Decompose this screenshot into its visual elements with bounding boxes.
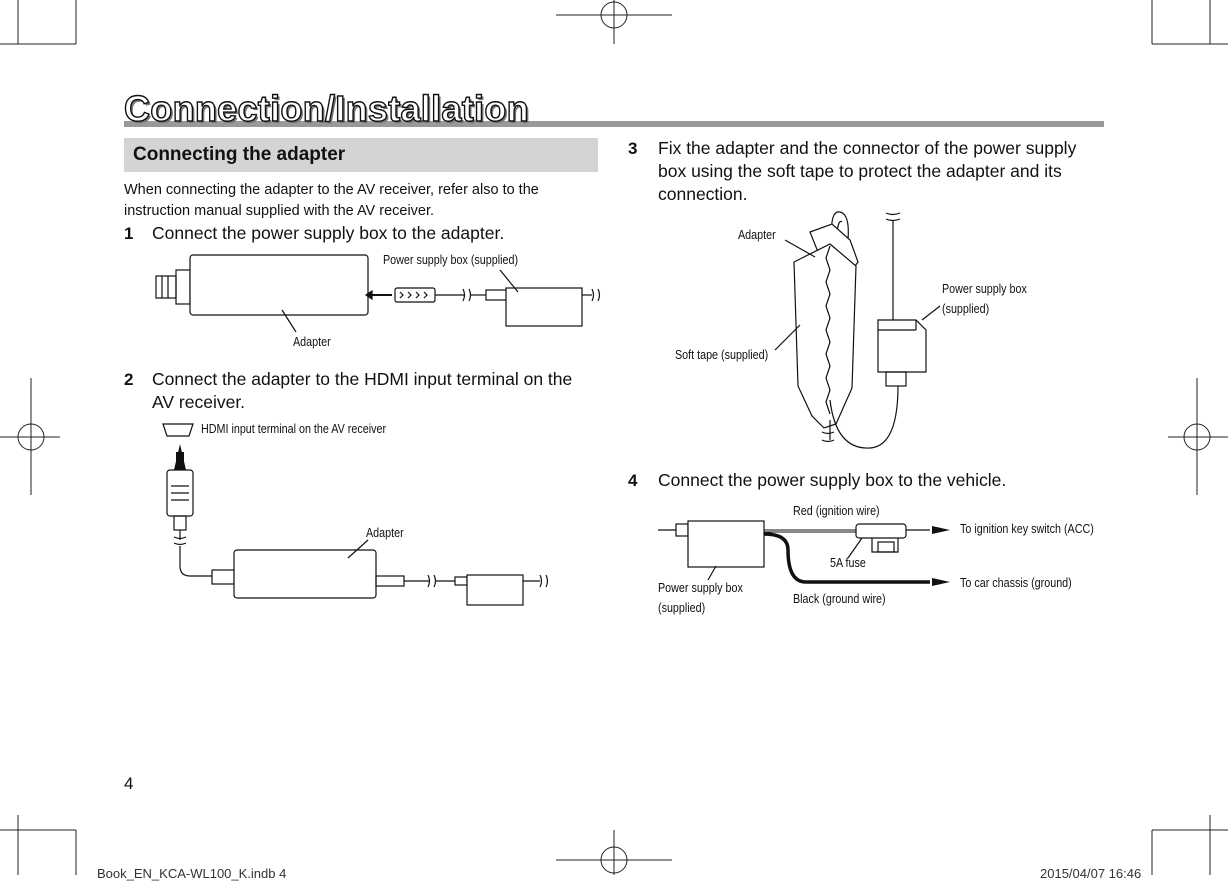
label-soft-tape: Soft tape (supplied) (675, 348, 769, 362)
intro-text: When connecting the adapter to the AV re… (124, 182, 539, 219)
power-supply-box (505, 287, 583, 327)
label-power-supply-box: Power supply box (658, 581, 743, 595)
label-power-supply-box-supplied: (supplied) (942, 302, 990, 316)
figure4-drawing (658, 520, 950, 586)
print-slug-right: 2015/04/07 16:46 (1040, 866, 1142, 881)
print-slug-left: Book_EN_KCA-WL100_K.indb 4 (97, 866, 287, 881)
page-number: 4 (124, 774, 134, 793)
power-supply-box (687, 520, 765, 568)
step-text: Connect the power supply box to the vehi… (658, 470, 1007, 490)
step-number: 3 (628, 139, 638, 158)
step-text: Fix the adapter and the connector of the… (658, 138, 1077, 204)
figure1-drawing (155, 254, 601, 333)
power-supply-box (877, 319, 927, 373)
step-number: 2 (124, 370, 134, 389)
section-heading-bar (124, 138, 598, 172)
step-text: Connect the power supply box to the adap… (152, 223, 505, 243)
label-power-supply-box-supplied: (supplied) (658, 601, 706, 615)
label-adapter: Adapter (293, 335, 331, 349)
section-heading: Connecting the adapter (133, 144, 346, 165)
adapter-box (189, 254, 369, 316)
label-adapter: Adapter (738, 228, 776, 242)
figure3-drawing (774, 211, 941, 449)
step-text: Connect the adapter to the HDMI input te… (152, 369, 573, 412)
adapter-box (233, 549, 377, 599)
label-fuse: 5A fuse (830, 556, 866, 570)
label-hdmi-terminal: HDMI input terminal on the AV receiver (201, 422, 387, 436)
step-number: 4 (628, 471, 638, 490)
step-number: 1 (124, 224, 134, 243)
label-adapter: Adapter (366, 526, 404, 540)
label-red-wire: Red (ignition wire) (793, 504, 880, 518)
label-black-wire: Black (ground wire) (793, 592, 886, 606)
page-title: Connection/Installation (123, 87, 529, 129)
label-power-supply-box: Power supply box (942, 282, 1027, 296)
figure2-drawing (162, 423, 549, 606)
label-chassis: To car chassis (ground) (960, 576, 1072, 590)
label-power-supply-box: Power supply box (supplied) (383, 253, 519, 267)
label-ignition: To ignition key switch (ACC) (960, 522, 1094, 536)
adapter-body (793, 243, 857, 429)
